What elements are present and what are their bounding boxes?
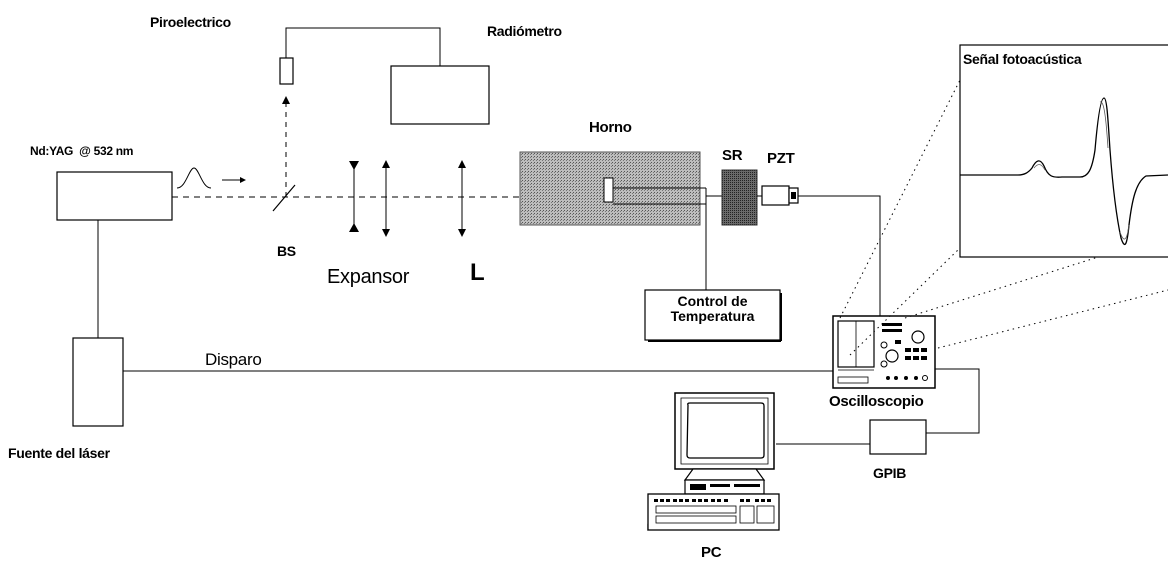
sample-cell	[603, 177, 614, 203]
zoom-line	[937, 289, 1168, 349]
label-lens-l: L	[470, 259, 485, 286]
laser-pulse-icon	[176, 167, 212, 189]
zoom-line	[849, 247, 961, 356]
label-bs: BS	[277, 243, 296, 259]
pyroelectric-detector	[279, 57, 294, 85]
temperature-control-box	[644, 289, 781, 341]
zoom-line	[904, 234, 1168, 319]
label-disparo: Disparo	[205, 350, 262, 369]
radiometer	[390, 65, 490, 125]
gpib-box	[869, 419, 927, 455]
oscilloscope	[832, 315, 936, 389]
pyro-radiometer-cable	[285, 27, 441, 66]
laser-head	[56, 171, 173, 221]
beam-splitter	[272, 184, 296, 212]
label-laser: Nd:YAG @ 532 nm	[30, 144, 134, 158]
label-osciloscopio: Oscilloscopio	[829, 393, 924, 410]
label-pzt: PZT	[767, 150, 795, 167]
control-line-2: Temperatura	[670, 308, 755, 324]
label-horno: Horno	[589, 119, 632, 136]
label-control-temperatura: Control de Temperatura	[645, 294, 780, 324]
photoacoustic-signal-trace	[960, 97, 1168, 246]
label-expansor: Expansor	[327, 266, 410, 288]
label-gpib: GPIB	[873, 465, 907, 481]
label-sr: SR	[722, 147, 743, 164]
control-line-1: Control de	[677, 293, 748, 309]
label-signal-title: Señal fotoacústica	[963, 51, 1082, 67]
sr-block	[721, 169, 758, 226]
pzt-transducer	[761, 185, 790, 206]
label-pc: PC	[701, 544, 722, 561]
pc-computer	[647, 392, 780, 531]
label-radiometro: Radiómetro	[487, 23, 562, 39]
oscilloscope-gpib-cable	[926, 368, 980, 434]
pzt-oscilloscope-cable	[798, 195, 881, 316]
signal-window	[959, 44, 1168, 258]
laser-power-supply	[72, 337, 124, 427]
label-fuente: Fuente del láser	[8, 445, 110, 461]
zoom-line	[839, 79, 961, 319]
label-piroelectrico: Piroelectrico	[150, 14, 231, 30]
